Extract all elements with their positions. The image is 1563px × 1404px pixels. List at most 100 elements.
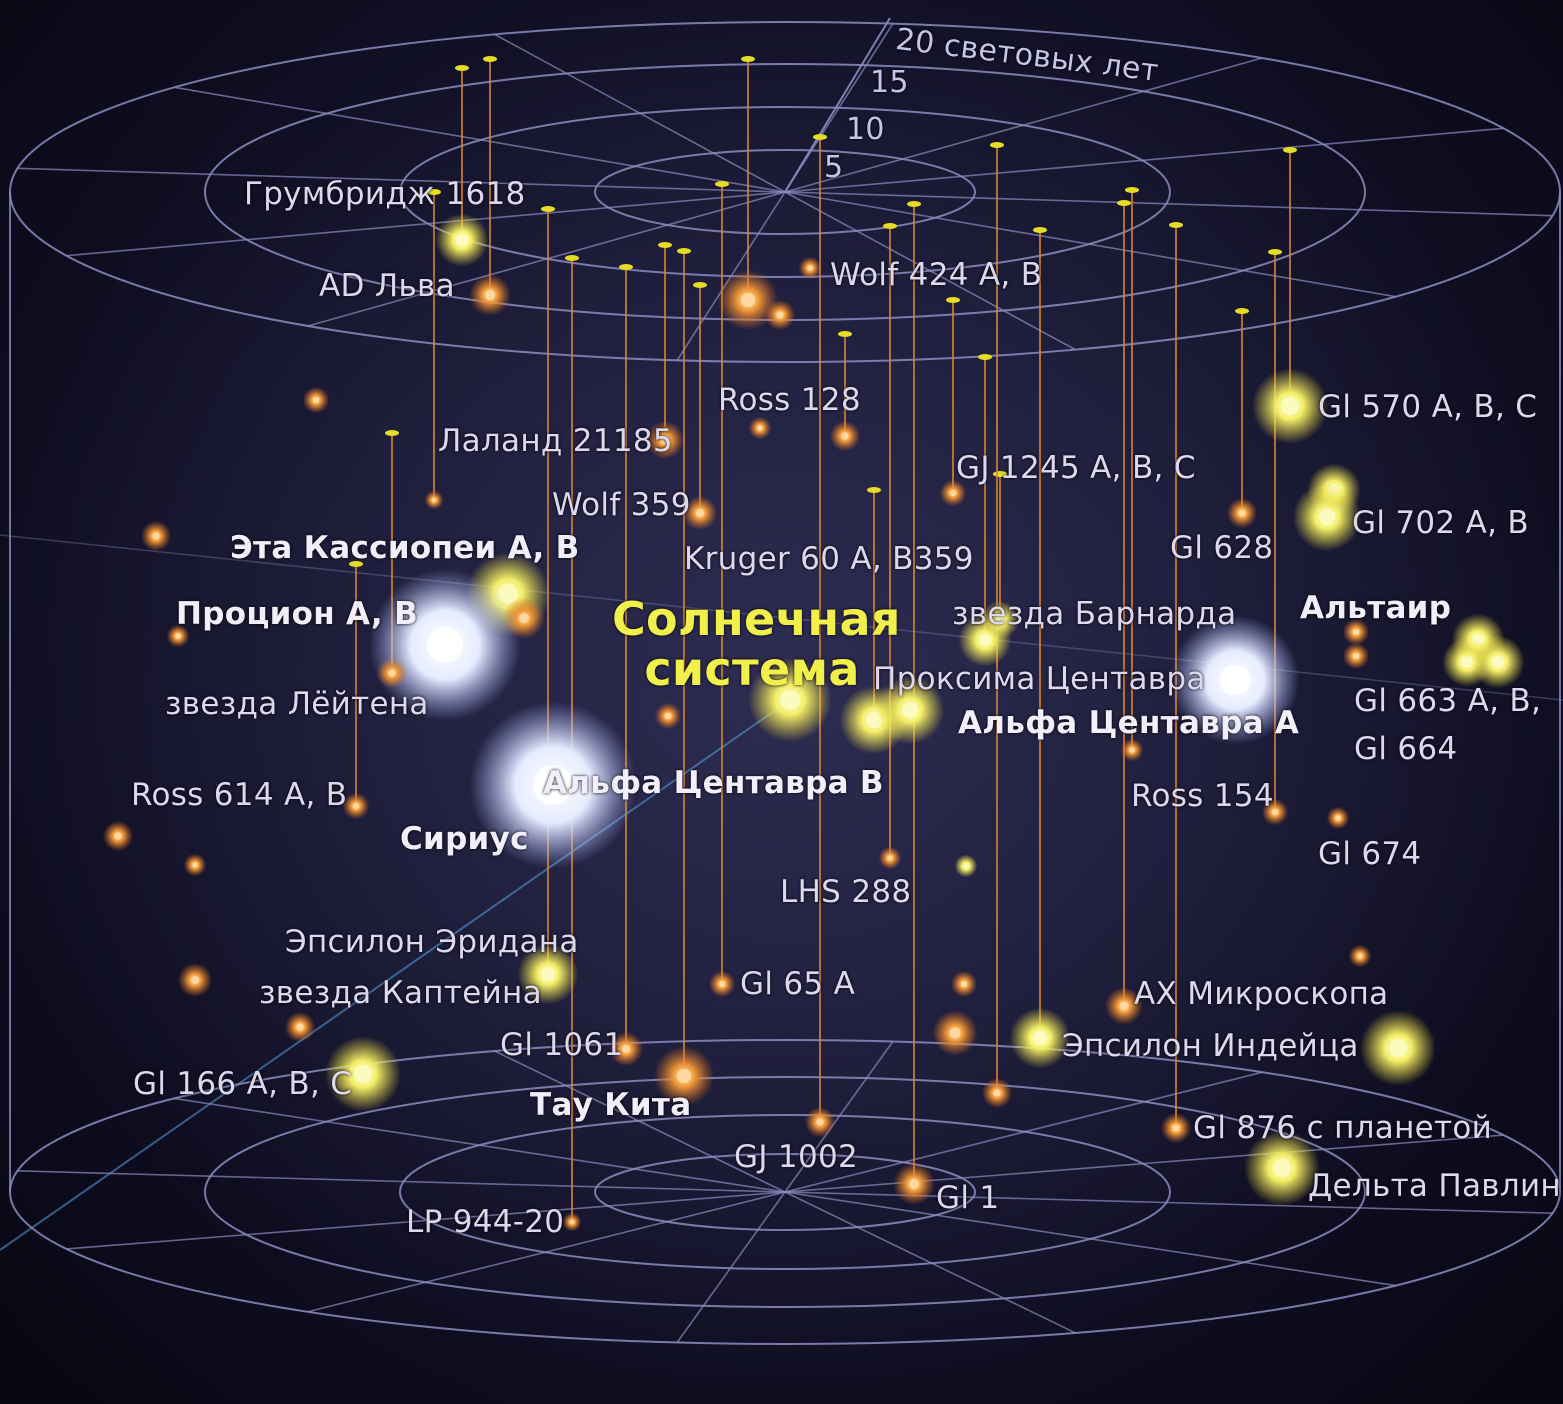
- star-dot: [807, 265, 813, 271]
- drop-line-cap: [541, 206, 555, 212]
- star-dot: [776, 311, 784, 319]
- star-label-wolf-424: Wolf 424 A, B: [830, 257, 1043, 293]
- star-dot: [1271, 808, 1279, 816]
- star-label-lalande-21185: Лаланд 21185: [438, 423, 673, 459]
- drop-line-cap: [427, 189, 441, 195]
- galactic-plane-line: [0, 534, 1563, 701]
- drop-line-cap: [385, 430, 399, 436]
- star-dot: [427, 627, 463, 663]
- star-dot: [1119, 1001, 1129, 1011]
- bottom-plate-radial-line: [307, 1191, 786, 1313]
- star-dot: [1281, 397, 1299, 415]
- star-dot: [978, 633, 992, 647]
- drop-line-cap: [946, 297, 960, 303]
- star-dot: [757, 425, 763, 431]
- bottom-plate-distance-ring: [204, 1076, 1366, 1308]
- star-dot: [455, 233, 469, 247]
- star-dot: [569, 1219, 575, 1225]
- drop-line-cap: [1033, 227, 1047, 233]
- star-dot: [1273, 1159, 1291, 1177]
- star-label-gl-166: Gl 166 A, B, C: [133, 1066, 353, 1102]
- scale-tick-15: 15: [870, 65, 909, 100]
- drop-line-cap: [565, 255, 579, 261]
- star-dot: [1357, 953, 1363, 959]
- drop-line-cap: [1117, 200, 1131, 206]
- drop-line-cap: [715, 181, 729, 187]
- star-label-ross-128: Ross 128: [718, 382, 861, 418]
- star-dot: [995, 615, 1005, 625]
- star-label-gj-1002: GJ 1002: [734, 1139, 859, 1175]
- top-plate-radial-line: [174, 86, 786, 193]
- star-dot: [676, 1068, 692, 1084]
- drop-line-cap: [349, 561, 363, 567]
- star-dot: [519, 613, 529, 623]
- star-label-kapteyns-star: звезда Каптейна: [259, 975, 542, 1011]
- star-dot: [718, 980, 726, 988]
- bottom-plate-radial-line: [17, 1170, 786, 1193]
- top-plate-radial-line: [784, 191, 1396, 298]
- drop-line-cap: [658, 242, 672, 248]
- star-label-eta-cassiopeiae: Эта Кассиопеи A, B: [230, 530, 580, 566]
- star-label-proxima-centauri: Проксима Центавра: [873, 661, 1206, 697]
- top-plate-radial-line: [784, 57, 1263, 193]
- star-dot: [993, 1089, 1001, 1097]
- bottom-plate-radial-line: [784, 1041, 894, 1193]
- star-dot: [540, 966, 556, 982]
- star-label-gl-674: Gl 674: [1318, 836, 1422, 872]
- bottom-plate-radial-line: [494, 1050, 786, 1193]
- star-label-ross-614: Ross 614 A, B: [131, 777, 348, 813]
- star-label-luytens-star: звезда Лёйтена: [165, 686, 429, 722]
- star-label-gl-1061: Gl 1061: [500, 1027, 624, 1063]
- star-dot: [960, 980, 968, 988]
- star-label-ad-leo: AD Льва: [319, 268, 455, 304]
- drop-line-cap: [1125, 187, 1139, 193]
- top-plate-radial-line: [784, 127, 1504, 193]
- star-dot: [533, 765, 573, 805]
- star-dot: [949, 489, 957, 497]
- drop-line-cap: [867, 487, 881, 493]
- drop-line-cap: [619, 264, 633, 270]
- star-markers: [102, 213, 1525, 1232]
- star-dot: [352, 802, 360, 810]
- star-dot: [963, 863, 969, 869]
- star-dot: [152, 532, 160, 540]
- star-label-alpha-centauri-a: Альфа Центавра A: [958, 705, 1300, 741]
- drop-line-cap: [1268, 249, 1282, 255]
- star-dot: [312, 396, 320, 404]
- drop-line-cap: [907, 201, 921, 207]
- top-plate-radial-line: [784, 191, 1553, 217]
- bottom-plate-distance-ring: [399, 1114, 1171, 1270]
- star-label-gl-664: Gl 664: [1354, 731, 1458, 767]
- top-plate-distance-ring: [399, 106, 1171, 278]
- star-dot: [1389, 1039, 1407, 1057]
- star-dot: [660, 435, 670, 445]
- star-dot: [1491, 655, 1505, 669]
- star-dot: [1461, 656, 1473, 668]
- star-dot: [909, 1179, 919, 1189]
- star-label-ax-microscopii: AX Микроскопа: [1134, 976, 1389, 1012]
- drop-line-cap: [455, 65, 469, 71]
- top-plate-radial-line: [494, 33, 786, 193]
- star-label-gl-702: Gl 702 A, B: [1352, 505, 1529, 541]
- bottom-plate-radial-line: [784, 1191, 1396, 1287]
- scale-tick-10: 10: [846, 112, 885, 147]
- drop-line-cap: [883, 223, 897, 229]
- star-dot: [1238, 509, 1246, 517]
- drop-line-cap: [483, 56, 497, 62]
- bottom-plate-radial-line: [66, 1191, 786, 1250]
- star-dot: [388, 669, 396, 677]
- star-dot: [901, 701, 919, 719]
- scale-tick-5: 5: [824, 150, 844, 185]
- star-dot: [664, 712, 672, 720]
- star-label-procyon: Процион A, B: [176, 596, 419, 632]
- star-label-gj-1245: GJ 1245 A, B, C: [956, 450, 1196, 486]
- star-dot: [114, 832, 122, 840]
- star-label-solar-system: Солнечная система: [612, 592, 901, 696]
- star-dot: [354, 1065, 372, 1083]
- drop-line-cap: [1169, 222, 1183, 228]
- star-label-gl-65-a: Gl 65 A: [740, 966, 856, 1002]
- star-label-gl-876: Gl 876 с планетой: [1193, 1110, 1493, 1146]
- top-plate-radial-line: [784, 191, 1076, 351]
- star-dot: [1352, 628, 1360, 636]
- star-label-gl-1: Gl 1: [936, 1180, 1000, 1216]
